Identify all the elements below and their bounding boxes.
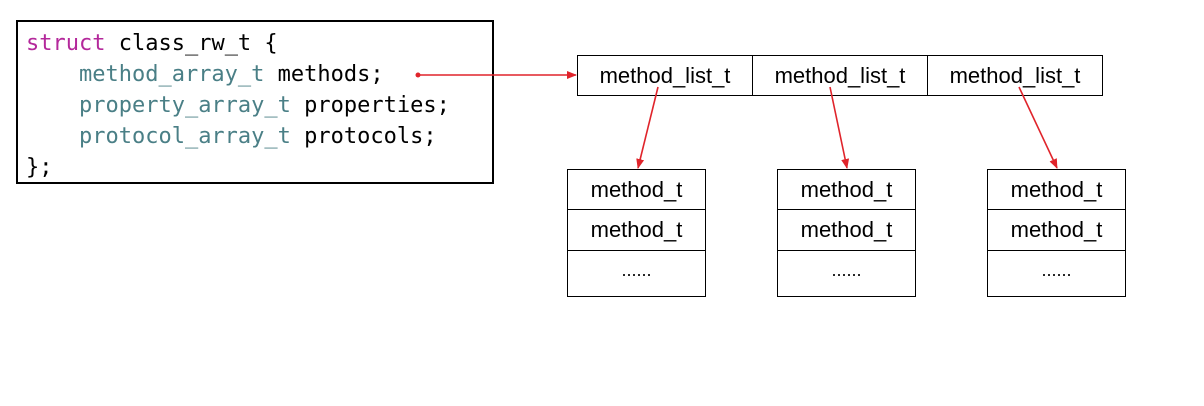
method-box-1: method_t method_t ...... (567, 169, 706, 297)
code-line-methods: method_array_t methods; (26, 59, 492, 90)
properties-field: properties; (290, 93, 450, 118)
struct-keyword: struct (26, 31, 106, 56)
property-array-type: property_array_t (78, 93, 291, 118)
list2-to-box2-arrow (829, 86, 850, 169)
code-line-close: }; (26, 152, 492, 183)
method-row: method_t (988, 210, 1125, 251)
method-list-cell: method_list_t (578, 56, 753, 95)
indent (26, 124, 79, 149)
method-row: method_t (988, 170, 1125, 211)
method-box-2: method_t method_t ...... (777, 169, 916, 297)
class-rw-t-struct-code: struct class_rw_t { method_array_t metho… (16, 20, 494, 184)
method-list-cell: method_list_t (753, 56, 928, 95)
indent (26, 93, 79, 118)
method-row: method_t (778, 210, 915, 251)
method-row-ellipsis: ...... (831, 259, 862, 280)
indent (26, 62, 79, 87)
method-row-ellipsis: ...... (1041, 259, 1072, 280)
method-row: method_t (568, 170, 705, 211)
method-list-array: method_list_t method_list_t method_list_… (577, 55, 1103, 96)
code-line-properties: property_array_t properties; (26, 90, 492, 121)
method-row: method_t (568, 210, 705, 251)
list1-to-box1-arrow (636, 86, 659, 169)
protocols-field: protocols; (290, 124, 437, 149)
struct-close: }; (26, 155, 53, 180)
methods-field: methods; (264, 62, 384, 87)
method-row: method_t (778, 170, 915, 211)
struct-name: class_rw_t { (105, 31, 278, 56)
method-box-3: method_t method_t ...... (987, 169, 1126, 297)
list3-to-box3-arrow (1018, 86, 1058, 169)
method-list-cell: method_list_t (949, 62, 1081, 88)
code-line-protocols: protocol_array_t protocols; (26, 121, 492, 152)
method-row-ellipsis: ...... (621, 259, 652, 280)
code-line-struct-decl: struct class_rw_t { (26, 28, 492, 59)
method-array-type: method_array_t (78, 62, 265, 87)
protocol-array-type: protocol_array_t (78, 124, 291, 149)
